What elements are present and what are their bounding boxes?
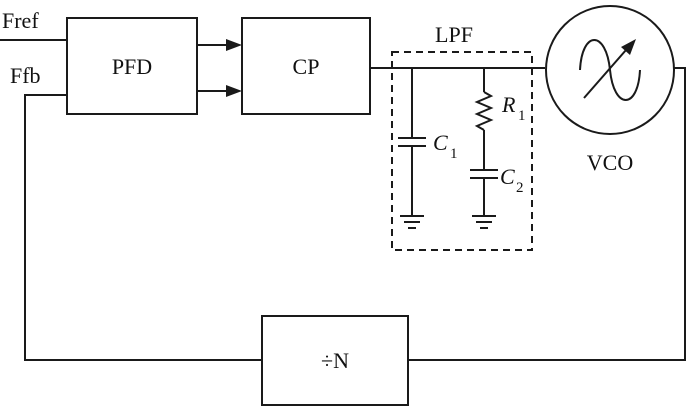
c1-subscript: 1 [450, 146, 458, 162]
c1-capacitor-branch [398, 68, 426, 216]
c2-label: C [500, 164, 515, 189]
ffb-label: Ffb [10, 63, 41, 88]
fref-label: Fref [2, 8, 39, 33]
r1-resistor [474, 68, 494, 170]
divider-label-text: ÷N [321, 348, 349, 373]
cp-label: CP [293, 54, 320, 79]
lpf-boundary [391, 51, 533, 251]
vco-label: VCO [587, 150, 633, 175]
vco-output-feedback-wire [408, 67, 686, 361]
c2-subscript: 2 [516, 180, 524, 196]
pfd-label: PFD [112, 54, 152, 79]
c1-label: C [433, 130, 448, 155]
r1-subscript: 1 [518, 108, 526, 124]
c2-ground-symbol [472, 215, 496, 229]
divider-block [261, 315, 409, 406]
divider-label: ÷N [321, 348, 349, 373]
c2-capacitor [470, 169, 498, 216]
vco-symbol [545, 5, 675, 135]
pfd-block [66, 17, 198, 115]
cp-block [241, 17, 371, 115]
pfd-to-cp-arrows [197, 39, 242, 97]
lpf-label: LPF [435, 22, 473, 47]
ffb-feedback-line [24, 94, 262, 361]
r1-label: R [501, 92, 516, 117]
c1-ground-symbol [400, 215, 424, 229]
